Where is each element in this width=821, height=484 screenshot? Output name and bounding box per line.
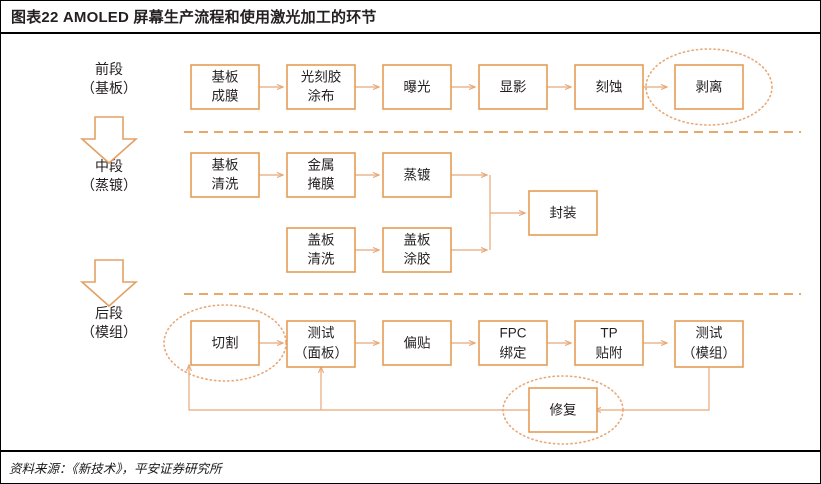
node-b6-line1: 测试 <box>696 326 724 341</box>
node-m2-line1: 金属 <box>308 158 335 173</box>
node-n6[interactable]: 剥离 <box>674 64 744 110</box>
node-n3[interactable]: 曝光 <box>382 64 452 110</box>
page-title: 图表22 AMOLED 屏幕生产流程和使用激光加工的环节 <box>11 9 377 26</box>
node-n4[interactable]: 显影 <box>478 64 548 110</box>
connector-repair-b2-left <box>189 365 529 411</box>
laser-highlight-ellipse-b7 <box>502 375 624 445</box>
node-b3[interactable]: 偏贴 <box>382 320 452 366</box>
node-m5-line2: 涂胶 <box>404 251 431 267</box>
node-n2[interactable]: 光刻胶 涂布 <box>286 64 356 110</box>
node-m1-box[interactable] <box>190 152 260 198</box>
stage-label-back: 后段 （模组） <box>81 305 137 340</box>
node-b4-line2: 绑定 <box>500 346 527 361</box>
node-n6-box[interactable] <box>674 64 744 110</box>
node-m4-box[interactable] <box>286 227 356 273</box>
node-m2-box[interactable] <box>286 152 356 198</box>
node-b5[interactable]: TP 贴附 <box>574 320 644 366</box>
node-n4-line1: 显影 <box>500 80 527 95</box>
node-n5-line1: 刻蚀 <box>596 80 623 95</box>
stage-arrow-middle-to-back <box>79 259 139 308</box>
node-m2-line2: 掩膜 <box>308 177 335 192</box>
stage-label-front-line1: 前段 <box>95 61 123 77</box>
node-b2-box[interactable] <box>286 320 356 368</box>
node-n1[interactable]: 基板 成膜 <box>190 64 260 110</box>
node-b2[interactable]: 测试 （面板） <box>286 320 356 368</box>
node-b1[interactable]: 切割 <box>190 320 260 366</box>
laser-highlight-ellipse-n6 <box>645 48 773 126</box>
node-b5-box[interactable] <box>574 320 644 366</box>
node-b2-line1: 测试 <box>308 326 335 341</box>
stage-label-front-line2: （基板） <box>81 80 137 96</box>
stage-label-middle-line1: 中段 <box>95 158 123 174</box>
node-b3-box[interactable] <box>382 320 452 366</box>
node-m5-box[interactable] <box>382 227 452 273</box>
stage-arrow-front-to-middle <box>79 116 139 165</box>
node-m6-box[interactable] <box>528 190 598 236</box>
node-b5-line2: 贴附 <box>596 346 623 361</box>
node-m2[interactable]: 金属 掩膜 <box>286 152 356 198</box>
node-n5[interactable]: 刻蚀 <box>574 64 644 110</box>
node-b6-line2: （模组） <box>682 346 736 361</box>
node-m3[interactable]: 蒸镀 <box>382 152 452 198</box>
flowchart-canvas: 前段 （基板） 中段 （蒸镀） 后段 （模组） <box>1 35 820 450</box>
node-b4-box[interactable] <box>478 320 548 366</box>
exhibit-footer-bar: 资料来源：《新技术》，平安证券研究所 <box>1 450 820 483</box>
node-b6[interactable]: 测试 （模组） <box>674 320 744 368</box>
node-m5-line1: 盖板 <box>404 233 431 248</box>
node-m4[interactable]: 盖板 清洗 <box>286 227 356 273</box>
stage-label-middle: 中段 （蒸镀） <box>81 158 137 193</box>
exhibit-title-bar: 图表22 AMOLED 屏幕生产流程和使用激光加工的环节 <box>1 1 820 34</box>
node-b5-line1: TP <box>600 326 617 341</box>
node-b1-box[interactable] <box>190 320 260 366</box>
node-b6-box[interactable] <box>674 320 744 368</box>
node-n1-line2: 成膜 <box>212 89 239 104</box>
node-m1[interactable]: 基板 清洗 <box>190 152 260 198</box>
stage-label-middle-line2: （蒸镀） <box>81 177 137 193</box>
node-m1-line2: 清洗 <box>212 177 239 192</box>
node-b4-line1: FPC <box>500 326 527 341</box>
node-m5[interactable]: 盖板 涂胶 <box>382 227 452 273</box>
node-n3-line1: 曝光 <box>404 80 431 95</box>
node-n1-box[interactable] <box>190 64 260 110</box>
node-m4-line2: 清洗 <box>308 252 335 267</box>
node-m4-line1: 盖板 <box>308 233 335 248</box>
node-b7-box[interactable] <box>528 387 598 433</box>
node-b3-line1: 偏贴 <box>404 336 431 351</box>
node-m1-line1: 基板 <box>212 157 239 173</box>
node-n6-line1: 剥离 <box>696 79 723 95</box>
node-b4[interactable]: FPC 绑定 <box>478 320 548 366</box>
node-m6-line1: 封装 <box>550 206 577 221</box>
laser-highlight-ellipse-b1 <box>163 304 287 382</box>
node-n2-line1: 光刻胶 <box>301 69 342 85</box>
source-note: 资料来源：《新技术》，平安证券研究所 <box>9 462 222 476</box>
stage-label-front: 前段 （基板） <box>81 61 137 96</box>
node-n2-line2: 涂布 <box>308 89 335 104</box>
node-n3-box[interactable] <box>382 64 452 110</box>
stage-label-back-line2: （模组） <box>81 324 137 340</box>
node-m3-box[interactable] <box>382 152 452 198</box>
stage-label-back-line1: 后段 <box>95 305 123 321</box>
node-m3-line1: 蒸镀 <box>404 167 431 183</box>
node-b7-line1: 修复 <box>550 402 577 418</box>
node-n5-box[interactable] <box>574 64 644 110</box>
node-n1-line1: 基板 <box>212 69 239 85</box>
node-b1-line1: 切割 <box>212 335 239 351</box>
node-b7[interactable]: 修复 <box>528 387 598 433</box>
node-n2-box[interactable] <box>286 64 356 110</box>
node-b2-line2: （面板） <box>294 346 348 361</box>
node-n4-box[interactable] <box>478 64 548 110</box>
connector-b6-repair <box>595 365 710 410</box>
node-m6[interactable]: 封装 <box>528 190 598 236</box>
